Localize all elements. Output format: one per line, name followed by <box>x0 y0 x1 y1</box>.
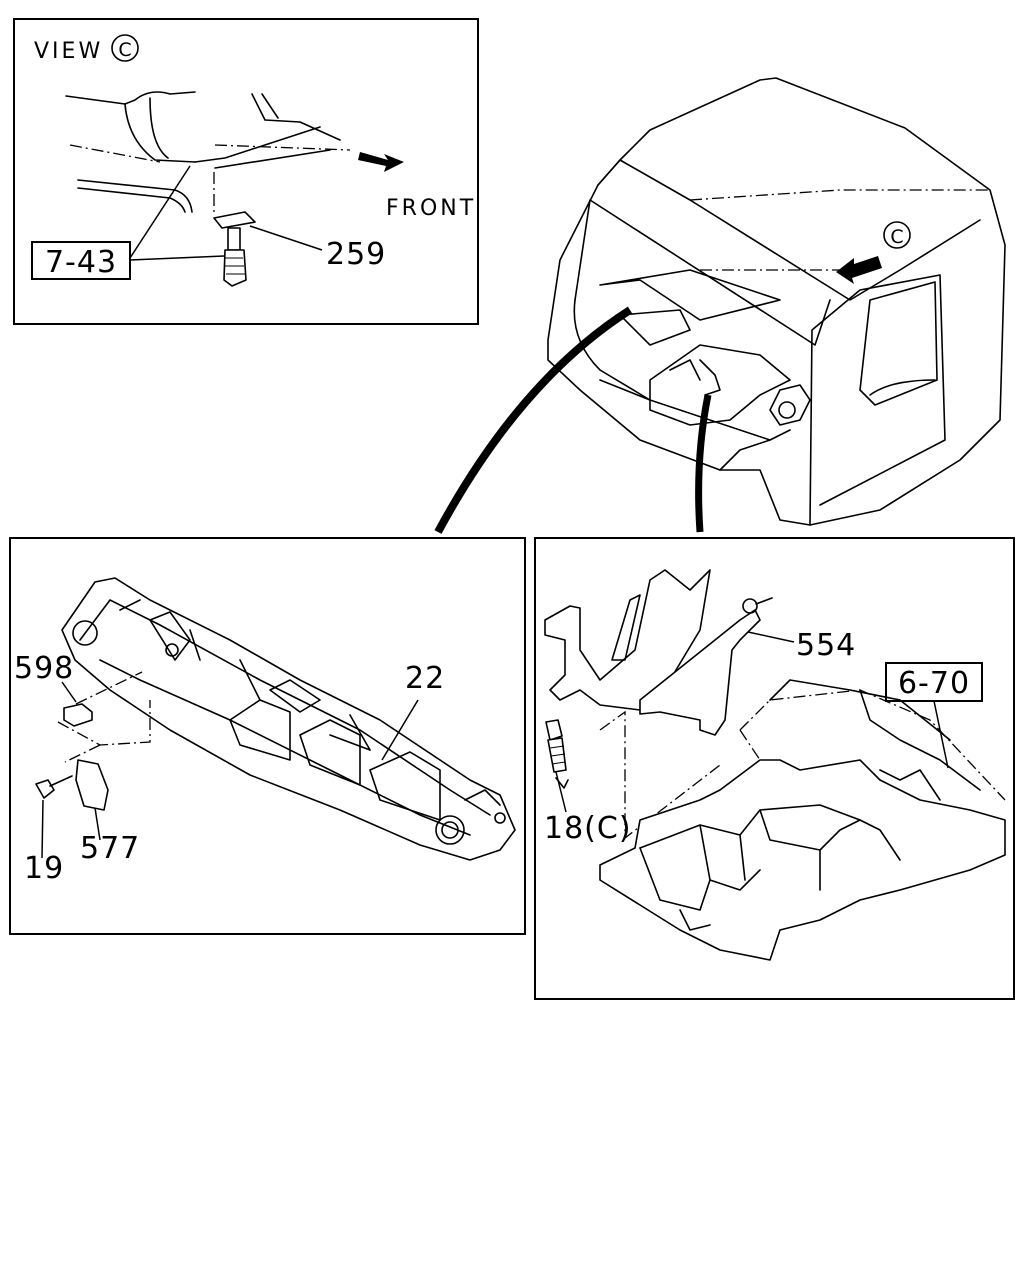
view-title: VIEW <box>34 39 103 64</box>
ref-6-70-label: 6-70 <box>898 666 970 701</box>
part-259-label: 259 <box>326 237 386 272</box>
part-22-label: 22 <box>405 661 445 696</box>
cab-view-marker-c: C <box>890 226 903 248</box>
bracket-floor-panel: 554 18(C) 6-70 <box>534 537 1015 1000</box>
part-18c-label: 18(C) <box>544 811 632 846</box>
part-554-label: 554 <box>796 628 856 663</box>
front-label: FRONT <box>386 196 476 221</box>
part-577-label: 577 <box>80 831 140 866</box>
part-19-label: 19 <box>24 851 64 886</box>
dash-frame-panel: 598 22 577 19 <box>9 537 526 935</box>
view-c-panel: VIEW C FRONT 259 7-43 <box>13 18 479 325</box>
view-marker-c: C <box>118 39 131 61</box>
cab-illustration: C <box>434 77 1006 534</box>
part-598-label: 598 <box>14 651 74 686</box>
ref-7-43-label: 7-43 <box>45 245 117 280</box>
